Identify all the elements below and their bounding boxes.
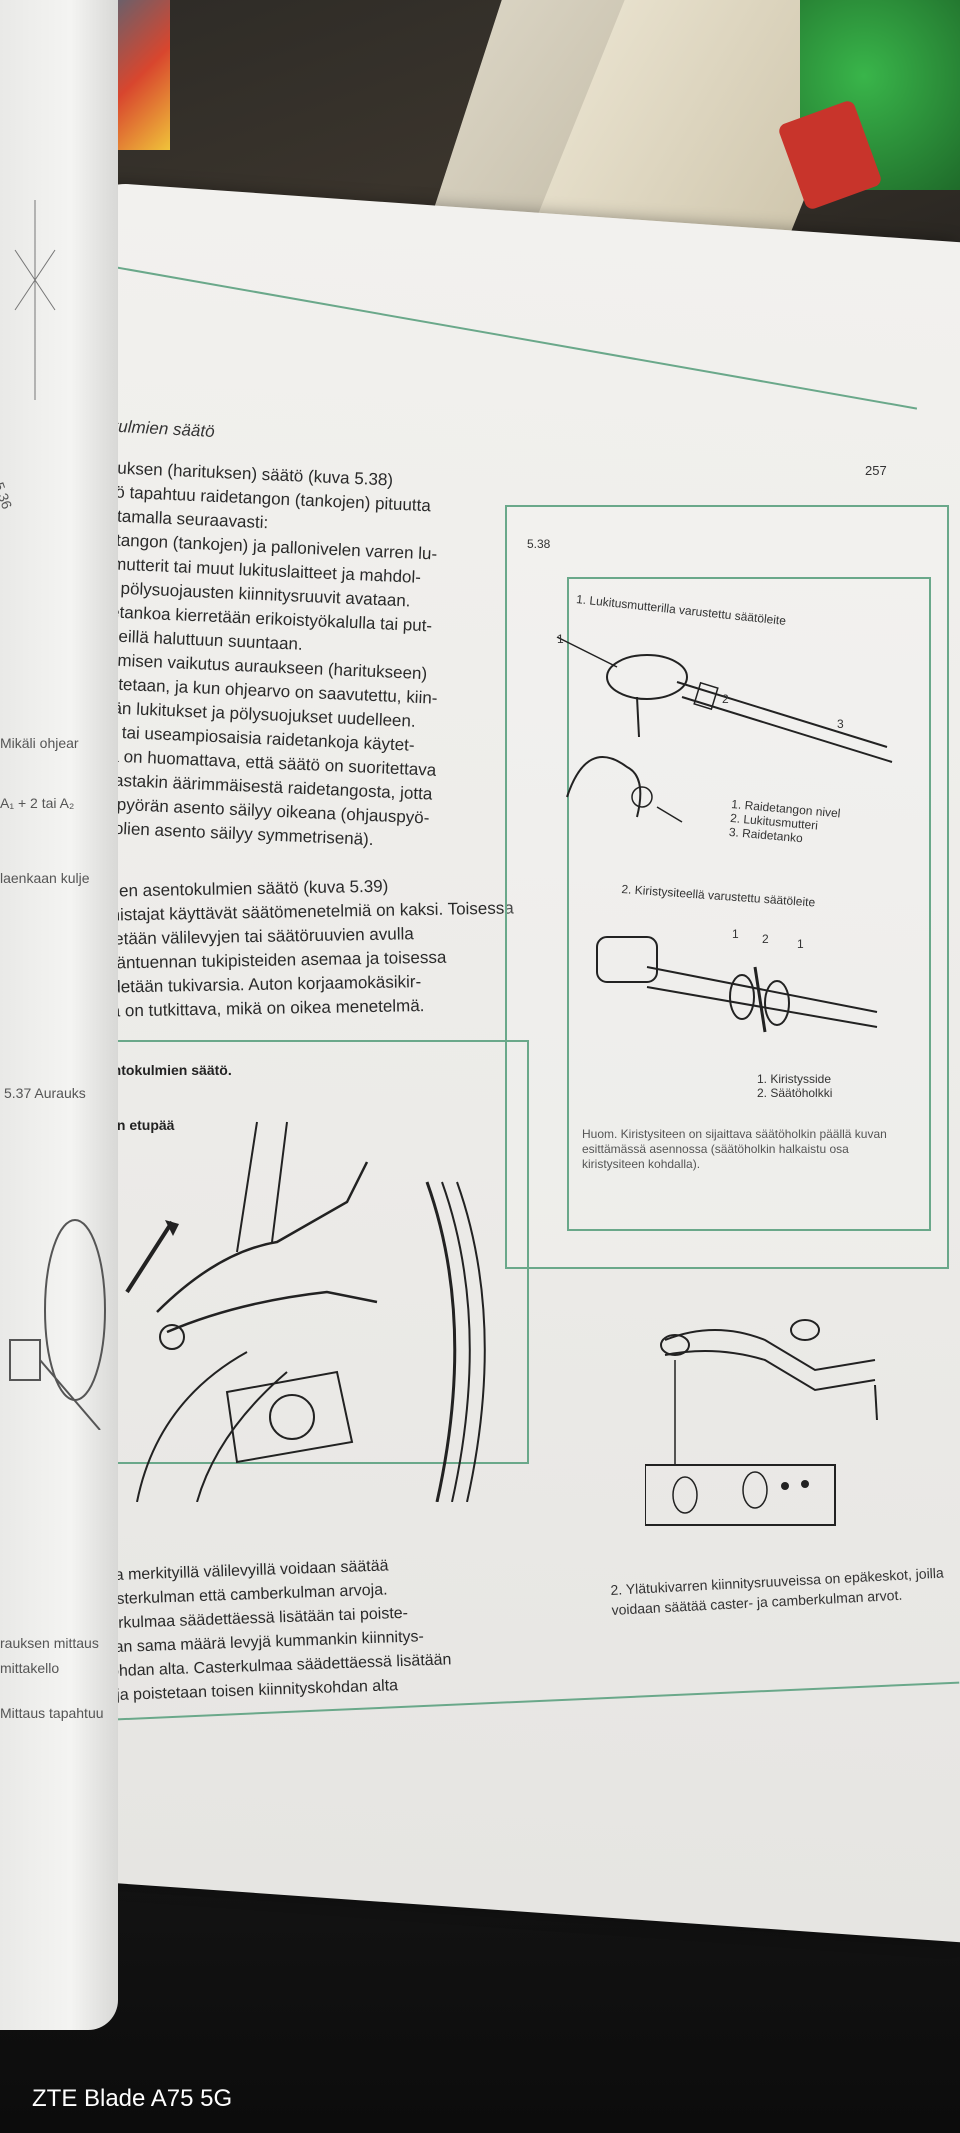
left-fragment: Mikäli ohjear: [0, 735, 79, 751]
callout-6: 1: [797, 937, 804, 951]
left-fragment: laenkaan kulje: [0, 870, 90, 886]
left-fragment: mittakello: [0, 1660, 60, 1676]
figure-5-38-frame: 5.38 1. Lukitusmutterilla varustettu sää…: [505, 505, 949, 1269]
figure-5-39-caption: 2. Ylätukivarren kiinnitysruuveissa on e…: [610, 1564, 945, 1618]
left-fragment: rauksen mittaus: [0, 1635, 99, 1651]
body-text-2: Muiden asentokulmien säätö (kuva 5.39) V…: [82, 872, 534, 1024]
suspension-illustration: [125, 1121, 486, 1502]
figure-5-39-title: Asentokulmien säätö.: [87, 1062, 232, 1078]
clamp-sleeve-illustration: [596, 936, 878, 1033]
left-page: 5.36 5.37 Aurauks rauksen mittaus mittak…: [0, 0, 118, 2030]
header-rule: [79, 260, 918, 410]
left-fragment: 5.36: [0, 480, 16, 512]
callout-3: 3: [837, 717, 844, 731]
device-watermark: ZTE Blade A75 5G: [32, 2085, 233, 2112]
figure-5-38-inner-frame: [567, 577, 931, 1231]
callout-1: 1: [557, 632, 564, 646]
book-page: ...tokulmien säätö 257 Aurauksen (haritu…: [65, 180, 960, 1943]
diagram-fragment: [14, 200, 56, 400]
figure-label: 5.38: [527, 537, 551, 551]
body-text-1: Aurauksen (harituksen) säätö (kuva 5.38)…: [65, 455, 531, 858]
part2-legend: 1. Kiristysside 2. Säätöholkki: [757, 1072, 832, 1100]
legend-item: 1. Kiristysside: [757, 1072, 832, 1086]
figure-5-39-frame: Asentokulmien säätö. Auton etupää: [75, 1040, 529, 1502]
wheel-fragment: [9, 1219, 106, 1430]
figure-note: Huom. Kiristysiteen on sijaittava säätöh…: [582, 1127, 887, 1171]
left-fragment: Mittaus tapahtuu: [0, 1705, 104, 1721]
callout-4: 1: [732, 927, 739, 941]
tie-rod-illustration: [556, 636, 893, 823]
upper-arm-illustration: [645, 1319, 878, 1526]
callout-2: 2: [722, 692, 729, 706]
left-fragment: 5.37 Aurauks: [4, 1085, 86, 1101]
legend-item: 2. Säätöholkki: [757, 1086, 833, 1100]
left-fragment: A₁ + 2 tai A₂: [0, 795, 75, 811]
callout-5: 2: [762, 932, 769, 946]
bottom-text: ...ella merkityillä välilevyillä voidaan…: [85, 1550, 530, 1709]
page-number: 257: [865, 463, 887, 478]
